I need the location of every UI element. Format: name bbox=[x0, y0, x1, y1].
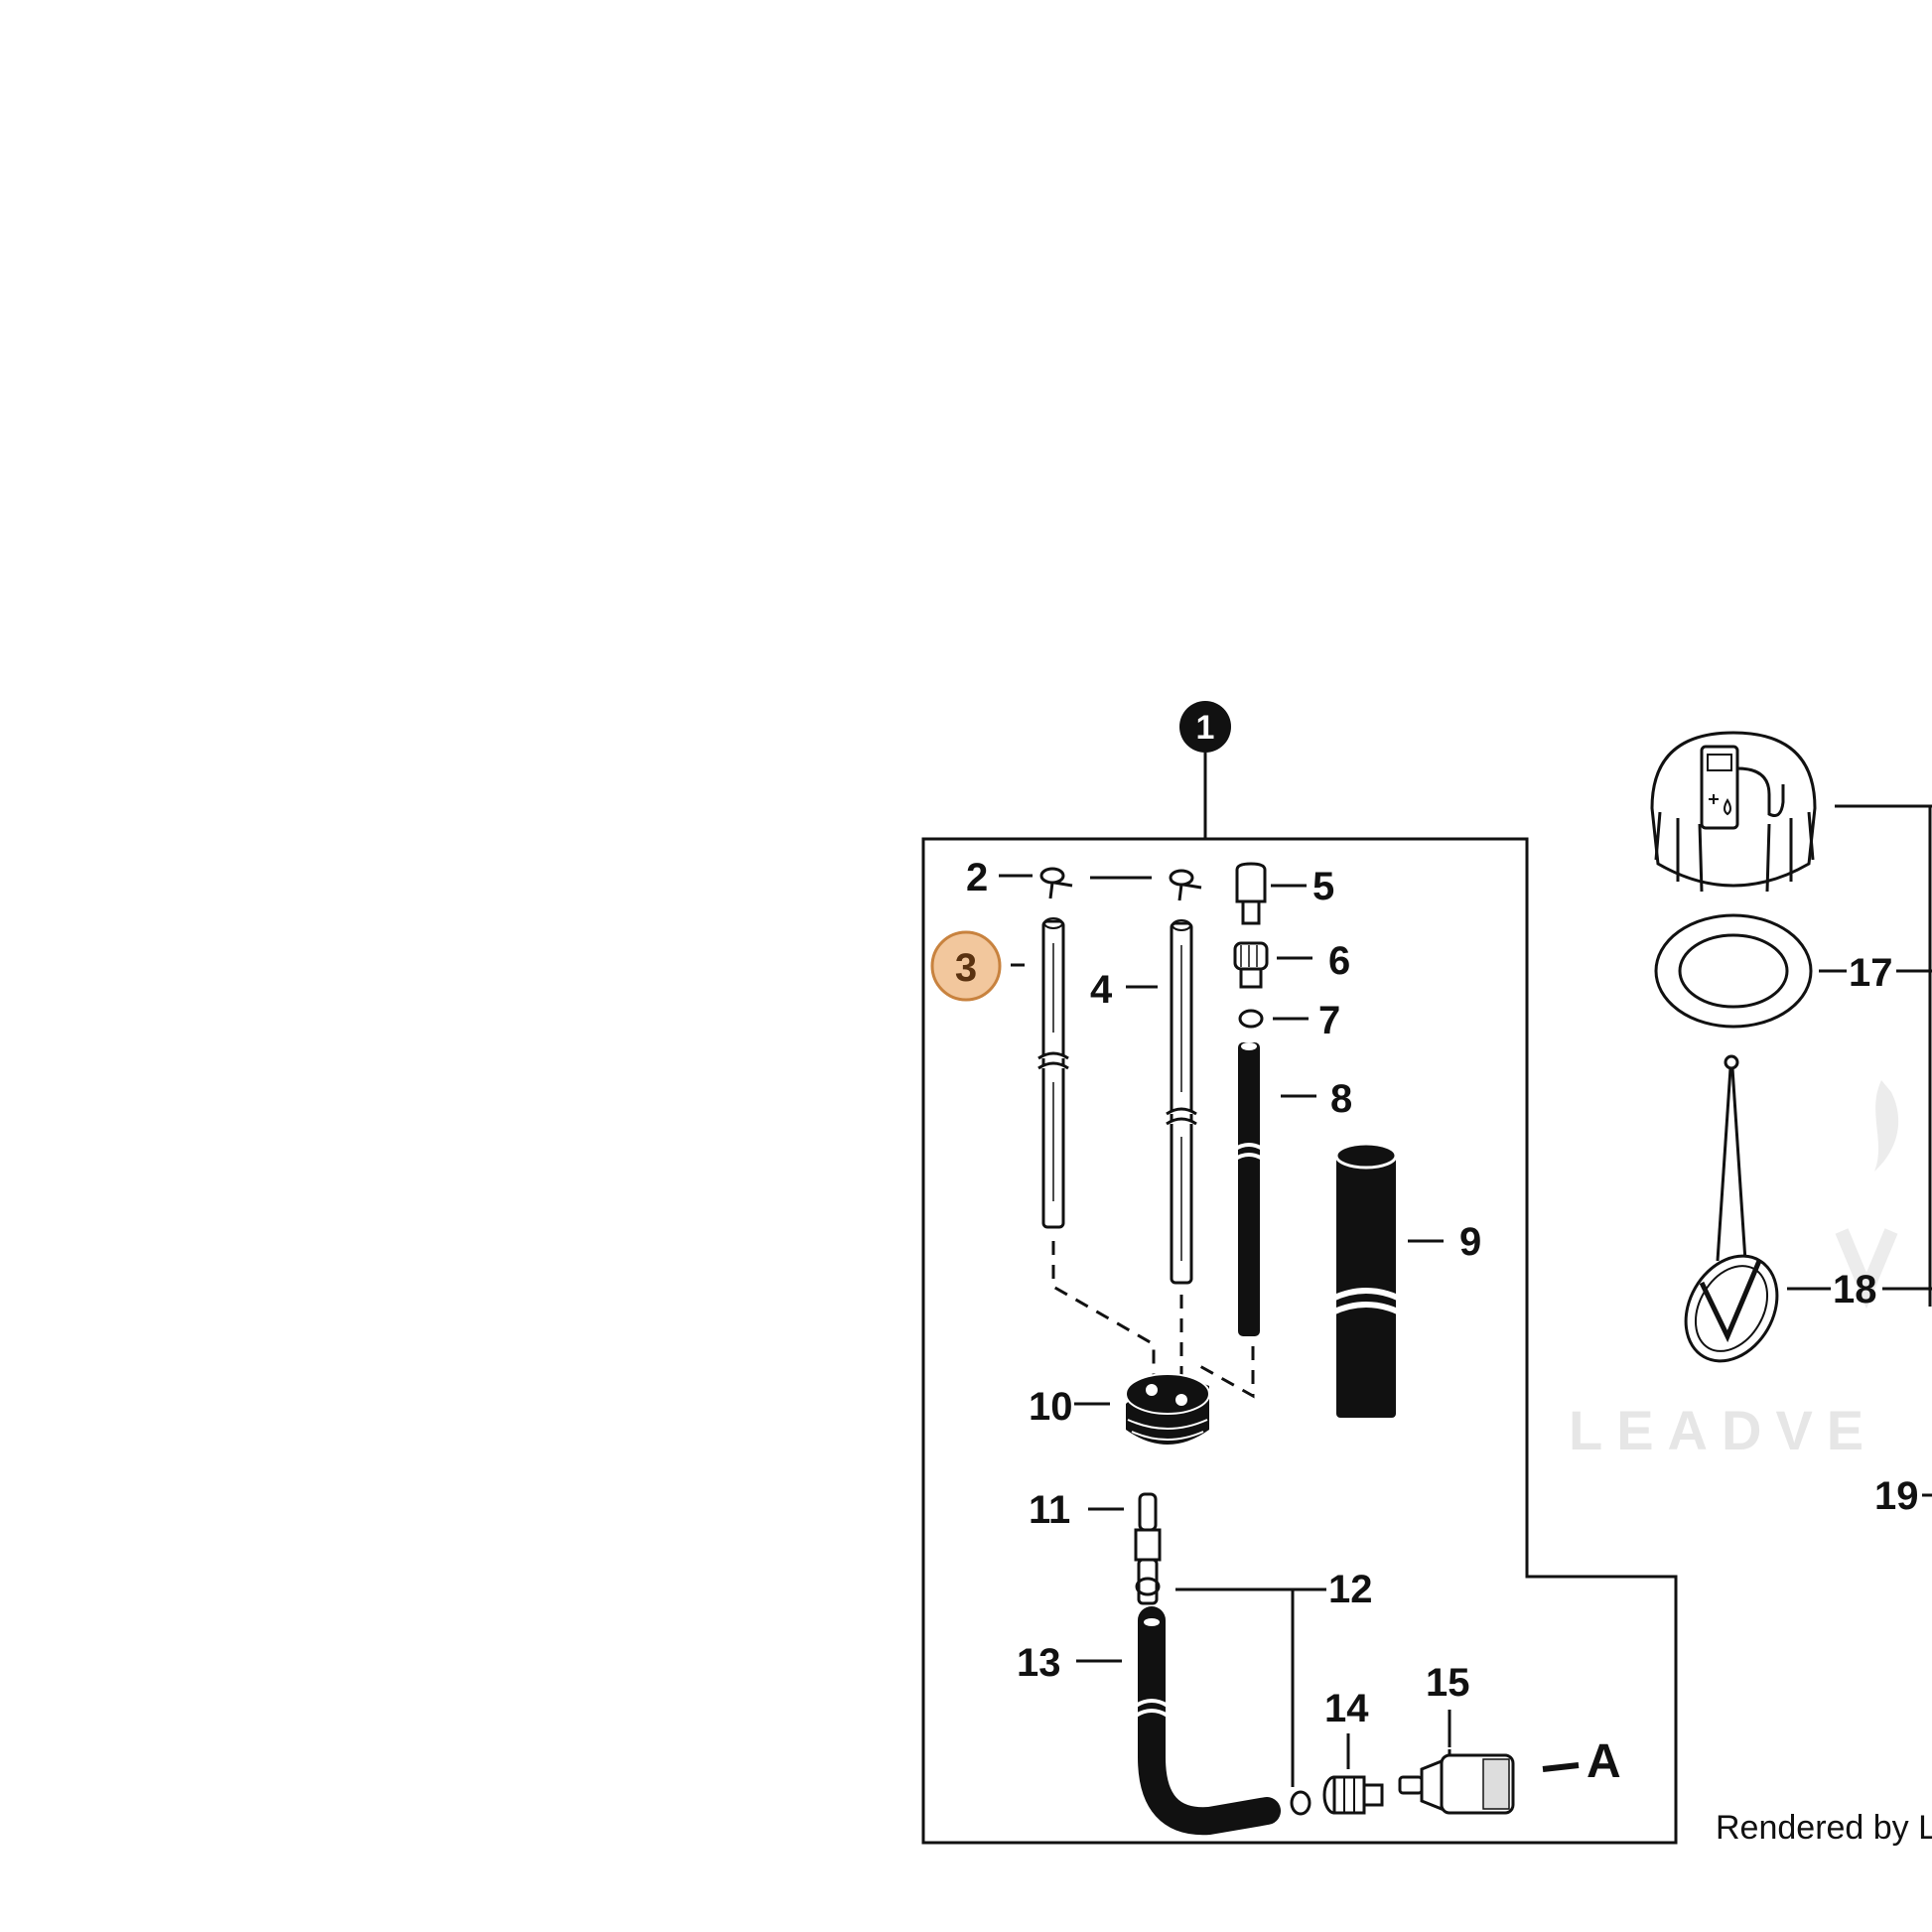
part-8-hose[interactable]: 8 bbox=[1232, 1042, 1352, 1336]
part-12-label: 12 bbox=[1328, 1568, 1373, 1611]
part-19[interactable]: 19 bbox=[1874, 1474, 1932, 1518]
part-4-label: 4 bbox=[1090, 968, 1113, 1012]
part-13-label: 13 bbox=[1017, 1641, 1061, 1685]
part-11-label: 11 bbox=[1029, 1488, 1070, 1532]
part-4-tube[interactable]: 4 bbox=[1090, 919, 1197, 1285]
part-2-label: 2 bbox=[966, 856, 988, 899]
emblem-v-icon bbox=[1699, 1260, 1762, 1343]
part-19-label: 19 bbox=[1874, 1474, 1919, 1518]
part-10-grommet[interactable]: 10 bbox=[1029, 1373, 1210, 1445]
part-14-label: 14 bbox=[1324, 1687, 1369, 1730]
connection-a-label: A bbox=[1587, 1735, 1621, 1788]
watermark-flame-icon bbox=[1874, 1080, 1899, 1172]
part-17-label: 17 bbox=[1849, 951, 1893, 995]
part-8-label: 8 bbox=[1330, 1077, 1352, 1121]
watermark-text: LEADVE bbox=[1569, 1399, 1877, 1461]
render-credit: Rendered by Lea bbox=[1716, 1809, 1932, 1847]
part-5-label: 5 bbox=[1312, 865, 1334, 908]
part-5-fitting[interactable]: 5 bbox=[1235, 862, 1334, 925]
part-6-adapter[interactable]: 6 bbox=[1233, 939, 1350, 989]
fuel-cap[interactable] bbox=[1650, 731, 1932, 893]
assembly-callout[interactable]: 1 bbox=[1179, 701, 1231, 839]
part-15-fuel-filter[interactable]: 15 bbox=[1398, 1661, 1515, 1815]
highlighted-callout[interactable]: 3 bbox=[930, 930, 1002, 1002]
part-10-label: 10 bbox=[1029, 1385, 1073, 1429]
part-2-clamps[interactable]: 2 bbox=[966, 856, 1202, 901]
part-12-o-rings[interactable]: 12 bbox=[1135, 1568, 1373, 1816]
watermark-v-icon bbox=[1835, 1228, 1898, 1310]
part-17-gasket[interactable]: 17 bbox=[1654, 913, 1932, 1029]
part-18-label: 18 bbox=[1833, 1268, 1877, 1311]
assembly-callout-label: 1 bbox=[1196, 709, 1215, 747]
part-11-connector[interactable]: 11 bbox=[1029, 1488, 1162, 1605]
watermark: LEADVE bbox=[1569, 1080, 1899, 1461]
part-18-tether[interactable]: 18 bbox=[1668, 1054, 1932, 1377]
part-14-coupling[interactable]: 14 bbox=[1322, 1687, 1384, 1815]
connection-a[interactable]: A bbox=[1542, 1735, 1621, 1788]
assembly-lines bbox=[1051, 1241, 1255, 1399]
part-15-label: 15 bbox=[1426, 1661, 1470, 1705]
part-9-label: 9 bbox=[1459, 1220, 1481, 1264]
part-3-label: 3 bbox=[955, 946, 977, 990]
part-9-hose[interactable]: 9 bbox=[1330, 1142, 1481, 1418]
part-13-bent-hose[interactable]: 13 bbox=[1017, 1606, 1281, 1836]
assembly-frame bbox=[921, 837, 1678, 1845]
part-7-label: 7 bbox=[1318, 999, 1340, 1042]
part-6-label: 6 bbox=[1328, 939, 1350, 983]
part-7-o-ring[interactable]: 7 bbox=[1238, 999, 1340, 1042]
part-3-tube[interactable] bbox=[1011, 917, 1069, 1229]
